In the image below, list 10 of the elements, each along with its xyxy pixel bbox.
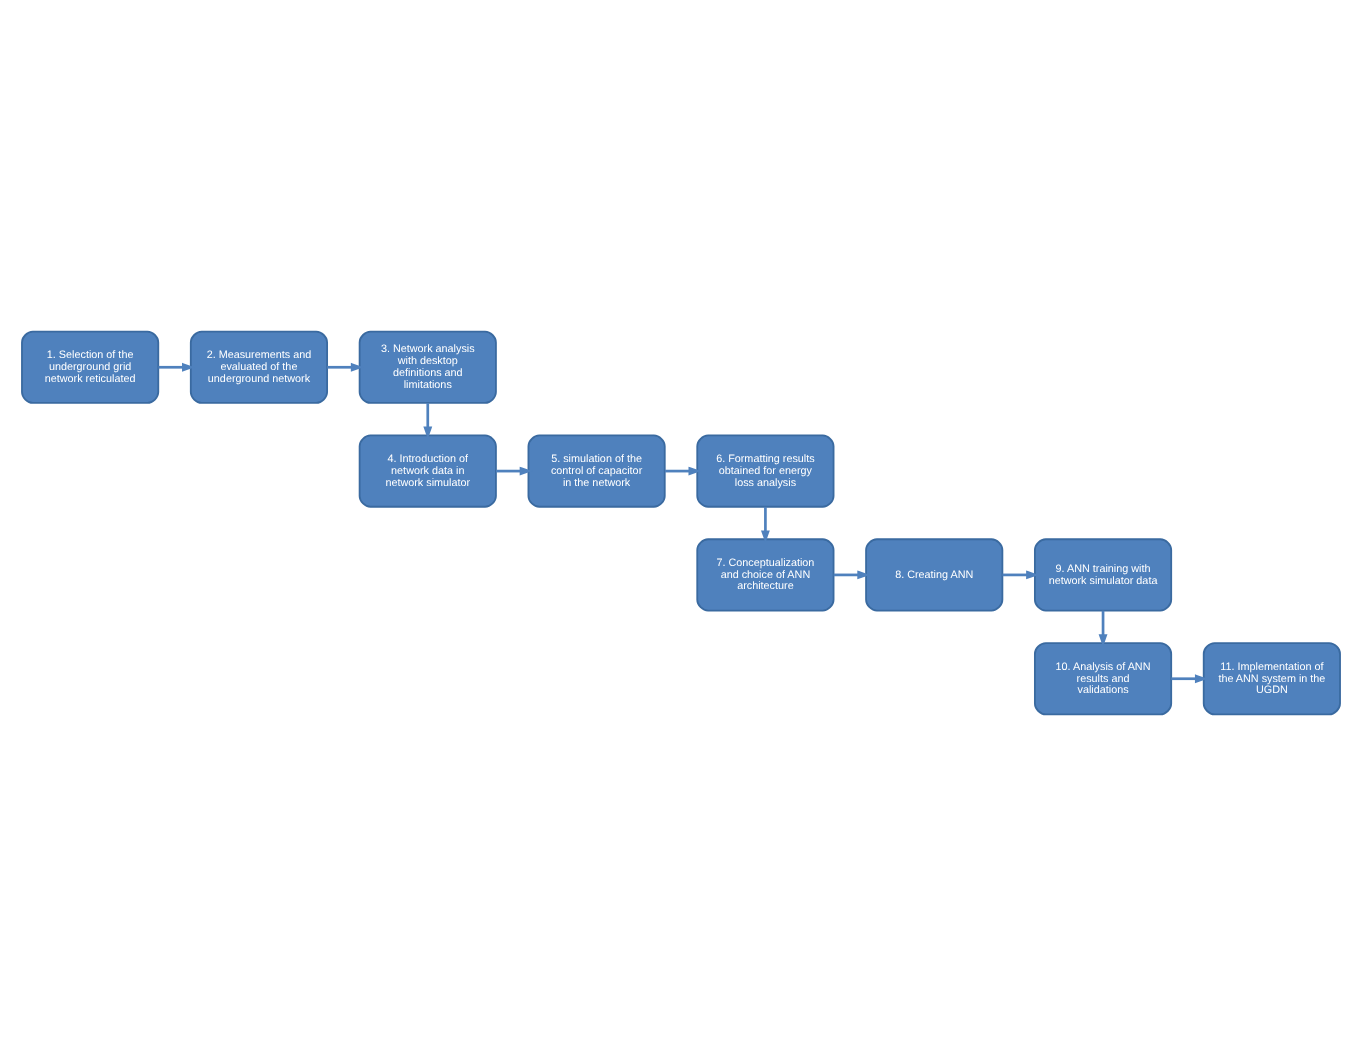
arrow — [664, 465, 702, 475]
arrow — [1002, 569, 1039, 579]
arrow — [1171, 673, 1208, 683]
arrow — [760, 505, 770, 543]
arrow — [423, 402, 433, 439]
arrow — [327, 361, 364, 371]
arrow — [158, 361, 195, 371]
arrow — [833, 569, 870, 579]
arrow — [1098, 609, 1108, 646]
arrow — [496, 465, 533, 475]
